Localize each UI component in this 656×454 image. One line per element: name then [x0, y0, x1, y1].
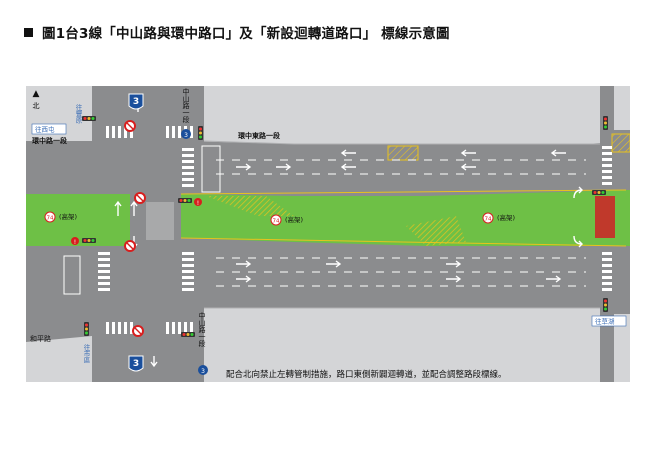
label-to-downtown: 往市區	[82, 343, 90, 364]
label-to-xitun: 往西屯	[35, 125, 55, 134]
hatch-taper-east	[406, 216, 466, 246]
yellow-box-2	[611, 133, 630, 153]
title-bullet-square	[24, 28, 33, 37]
title-text: 圖1台3線「中山路與環中路口」及「新設迴轉道路口」 標線示意圖	[42, 26, 450, 42]
route-shield-small-south-number: 3	[201, 368, 205, 375]
no-turn-sign-1	[124, 120, 136, 132]
label-viaduct-1: (高架)	[59, 212, 77, 221]
no-turn-sign-3	[124, 240, 136, 252]
lane-arrows	[114, 100, 583, 368]
bike-box-sw	[63, 255, 81, 295]
label-viaduct-2: (高架)	[285, 215, 303, 224]
warning-sign-2: !	[71, 237, 79, 246]
label-heping-road: 和平路	[30, 334, 51, 343]
u-turn-red-strip	[595, 196, 615, 238]
route-shield-small-north-number: 3	[184, 132, 188, 139]
viaduct-marker-1: 74	[44, 211, 56, 223]
route-shield-small-north: 3	[181, 129, 191, 139]
lane-lines	[216, 159, 586, 287]
diagram-caption: 配合北向禁止左轉管制措施，路口東側新闢迴轉道，並配合調整路段標線。	[226, 369, 507, 380]
south-leg-road	[92, 301, 204, 382]
bike-box-ne	[201, 145, 221, 193]
viaduct-marker-2: 74	[270, 214, 282, 226]
label-viaduct-3: (高架)	[497, 213, 515, 222]
label-zhongshan-road-north: 中山路一段	[182, 87, 190, 124]
crosswalks	[98, 126, 612, 334]
label-to-caohu: 往草湖	[595, 317, 615, 326]
route-shield-north-number: 3	[133, 97, 139, 107]
viaduct-marker-3: 74	[482, 212, 494, 224]
figure-title: 圖1台3線「中山路與環中路口」及「新設迴轉道路口」 標線示意圖	[24, 22, 450, 42]
north-label: 北	[33, 102, 40, 110]
north-arrow-icon: ▲	[33, 89, 40, 99]
route-shield-north: 3	[128, 93, 144, 110]
center-island	[146, 202, 174, 240]
no-turn-sign-2	[134, 192, 146, 204]
viaduct-marker-2-number: 74	[273, 219, 280, 225]
svg-text:!: !	[197, 200, 199, 207]
hatch-taper-west	[206, 196, 294, 216]
svg-text:!: !	[74, 239, 76, 246]
traffic-signal-icons	[82, 116, 608, 337]
route-shield-south-number: 3	[133, 359, 139, 369]
label-huanzhong-road: 環中路一段	[32, 136, 67, 145]
viaduct-marker-1-number: 74	[47, 216, 54, 222]
label-zhongshan-road-south: 中山路一段	[198, 311, 206, 348]
main-median	[181, 190, 630, 246]
no-turn-sign-4	[132, 325, 144, 337]
label-huanzhong-east-road: 環中東路一段	[238, 131, 280, 140]
viaduct-marker-3-number: 74	[485, 217, 492, 223]
west-median	[26, 194, 130, 246]
warning-sign-1: !	[194, 198, 202, 207]
route-shield-south: 3	[128, 355, 144, 372]
heping-road	[26, 308, 92, 342]
label-to-fengyuan: 往豐原	[74, 103, 82, 124]
route-shield-small-south: 3	[198, 365, 208, 375]
road-marking-diagram: 3 3 3 3 ! ! 74 74 74 ▲ 北 往豐原 往西屯 環	[26, 86, 630, 382]
yellow-box-1	[387, 145, 419, 161]
